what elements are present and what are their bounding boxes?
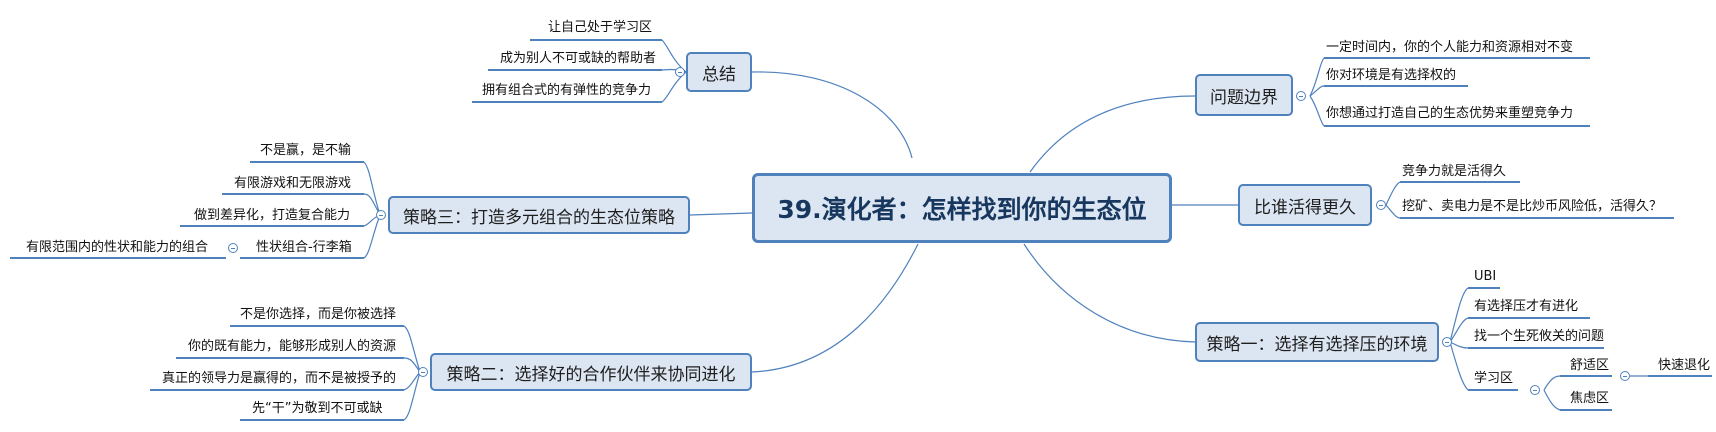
strategy2-item: 先“干”为敬到不可或缺	[252, 401, 383, 416]
connector-problem-boundary	[1029, 95, 1196, 173]
survival-item: 挖矿、卖电力是不是比炒币风险低，活得久？	[1402, 199, 1663, 214]
strategy2-item: 真正的领导力是赢得的，而不是被授予的	[162, 371, 397, 386]
strategy3-subitem: 有限范围内的性状和能力的组合	[26, 240, 209, 255]
strategy3-item: 性状组合-行李箱	[256, 240, 352, 255]
summary-item: 让自己处于学习区	[548, 20, 653, 35]
collapse-toggle-icon[interactable]	[376, 210, 386, 220]
collapse-toggle-icon[interactable]	[1296, 91, 1306, 101]
collapse-toggle-icon[interactable]	[1620, 371, 1630, 381]
collapse-toggle-icon[interactable]	[1442, 337, 1452, 347]
branch-summary-label: 总结	[702, 64, 736, 85]
branch-strategy1[interactable]: 策略一：选择有选择压的环境	[1195, 322, 1439, 362]
strategy1-item: 有选择压才有进化	[1474, 299, 1579, 314]
collapse-toggle-icon[interactable]	[1530, 385, 1540, 395]
zone-anxiety: 焦虑区	[1570, 391, 1610, 406]
branch-survival[interactable]: 比谁活得更久	[1238, 184, 1372, 226]
survival-item: 竞争力就是活得久	[1402, 164, 1507, 179]
zone-comfort: 舒适区	[1570, 358, 1610, 373]
branch-summary[interactable]: 总结	[686, 52, 752, 92]
branch-problem-boundary-label: 问题边界	[1210, 87, 1278, 108]
collapse-toggle-icon[interactable]	[1376, 200, 1386, 210]
problem-boundary-item: 一定时间内，你的个人能力和资源相对不变	[1326, 40, 1574, 55]
collapse-toggle-icon[interactable]	[675, 67, 685, 77]
strategy3-item: 有限游戏和无限游戏	[234, 176, 352, 191]
strategy3-item: 做到差异化，打造复合能力	[194, 208, 351, 223]
connector-summary	[751, 71, 913, 159]
strategy1-item: UBI	[1474, 269, 1497, 284]
branch-strategy2-label: 策略二：选择好的合作伙伴来协同进化	[446, 364, 736, 385]
branch-strategy1-label: 策略一：选择有选择压的环境	[1206, 334, 1428, 355]
strategy2-item: 不是你选择，而是你被选择	[240, 307, 397, 322]
summary-item: 成为别人不可或缺的帮助者	[500, 51, 657, 66]
problem-boundary-item: 你想通过打造自己的生态优势来重塑竞争力	[1326, 106, 1574, 121]
branch-strategy3[interactable]: 策略三：打造多元组合的生态位策略	[388, 196, 690, 234]
branch-problem-boundary[interactable]: 问题边界	[1195, 74, 1293, 116]
strategy1-item: 找一个生死攸关的问题	[1474, 329, 1605, 344]
problem-boundary-item: 你对环境是有选择权的	[1326, 68, 1457, 83]
branch-strategy2[interactable]: 策略二：选择好的合作伙伴来协同进化	[430, 353, 752, 391]
connector-strategy2	[751, 243, 919, 373]
strategy2-item: 你的既有能力，能够形成别人的资源	[188, 339, 397, 354]
strategy3-item: 不是赢，是不输	[260, 143, 352, 158]
comfort-subitem: 快速退化	[1658, 358, 1711, 373]
collapse-toggle-icon[interactable]	[418, 367, 428, 377]
connector-strategy1	[1023, 243, 1196, 343]
central-topic[interactable]: 39.演化者：怎样找到你的生态位	[752, 173, 1172, 243]
branch-survival-label: 比谁活得更久	[1254, 197, 1356, 218]
branch-strategy3-label: 策略三：打造多元组合的生态位策略	[403, 207, 675, 228]
strategy1-item: 学习区	[1474, 371, 1514, 386]
collapse-toggle-icon[interactable]	[228, 243, 238, 253]
connector-strategy3	[689, 212, 753, 216]
summary-item: 拥有组合式的有弹性的竞争力	[482, 83, 652, 98]
